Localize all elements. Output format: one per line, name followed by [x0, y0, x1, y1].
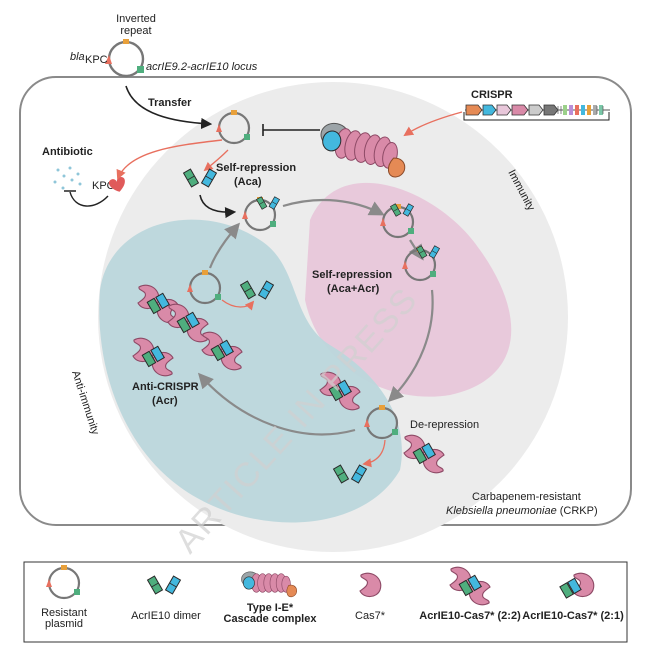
anti-crispr-sub: (Acr) — [152, 395, 178, 407]
plasmid-to-kpc-arrow — [116, 139, 223, 180]
crispr-to-cascade-arrow — [403, 111, 463, 137]
transfer-arrow — [125, 85, 213, 130]
crkp-label: Carbapenem-resistant — [472, 491, 581, 503]
cycle-arrow-3 — [387, 289, 434, 403]
legend-complex21-label: AcrIE10-Cas7* (2:1) — [522, 610, 624, 622]
legend-cascade-label: Type I-E* — [247, 602, 294, 614]
cycle-arrow-1 — [282, 198, 385, 216]
cycle-arrow-5 — [208, 222, 241, 269]
bla-label: bla — [70, 51, 85, 63]
plasmid-to-dimer-arrow — [203, 149, 229, 172]
resistant-plasmid-top — [105, 39, 145, 78]
kpc-inhibition — [69, 191, 109, 207]
legend-complex21-icon — [559, 572, 595, 599]
antibiotic-label: Antibiotic — [42, 146, 93, 158]
bla-subscript: KPC — [85, 54, 108, 66]
antibiotic-dots — [53, 166, 82, 190]
crkp-label-2: Klebsiella pneumoniae (CRKP) — [446, 505, 598, 517]
derepression-to-dimer-arrow — [362, 439, 386, 468]
legend-plasmid-label: Resistant — [41, 607, 87, 619]
transfer-label: Transfer — [148, 97, 192, 109]
legend-cascade-label-2: Cascade complex — [224, 613, 318, 625]
immunity-region — [305, 182, 512, 397]
legend-cas7-label: Cas7* — [355, 610, 386, 622]
crispr-label: CRISPR — [471, 89, 513, 101]
legend-box — [23, 561, 628, 643]
crispr-locus — [463, 104, 610, 121]
cycle-arrow-4 — [197, 372, 356, 436]
self-repression-acr-sub: (Aca+Acr) — [327, 283, 380, 295]
de-repression-label: De-repression — [410, 419, 479, 431]
self-repression-aca-sub: (Aca) — [234, 176, 262, 188]
legend-cascade-icon — [241, 571, 298, 598]
anti-plasmid-arrow — [221, 299, 255, 311]
kpc-heart-icon — [108, 177, 125, 192]
anti-crispr-label: Anti-CRISPR — [132, 381, 199, 393]
locus-label: acrIE9.2-acrIE10 locus — [146, 61, 258, 73]
cascade-complex — [320, 122, 406, 178]
anti-immunity-region — [99, 219, 402, 523]
self-repression-acr-label: Self-repression — [312, 269, 392, 281]
inverted-repeat-label: Inverted — [116, 13, 156, 25]
legend-dimer-label: AcrIE10 dimer — [131, 610, 201, 622]
legend-plasmid-label-2: plasmid — [45, 618, 83, 630]
dimer-to-plasmid-arrow — [199, 194, 237, 219]
legend-complex22-label: AcrIE10-Cas7* (2:2) — [419, 610, 521, 622]
inverted-repeat-label-2: repeat — [120, 25, 151, 37]
self-repression-aca-label: Self-repression — [216, 162, 296, 174]
